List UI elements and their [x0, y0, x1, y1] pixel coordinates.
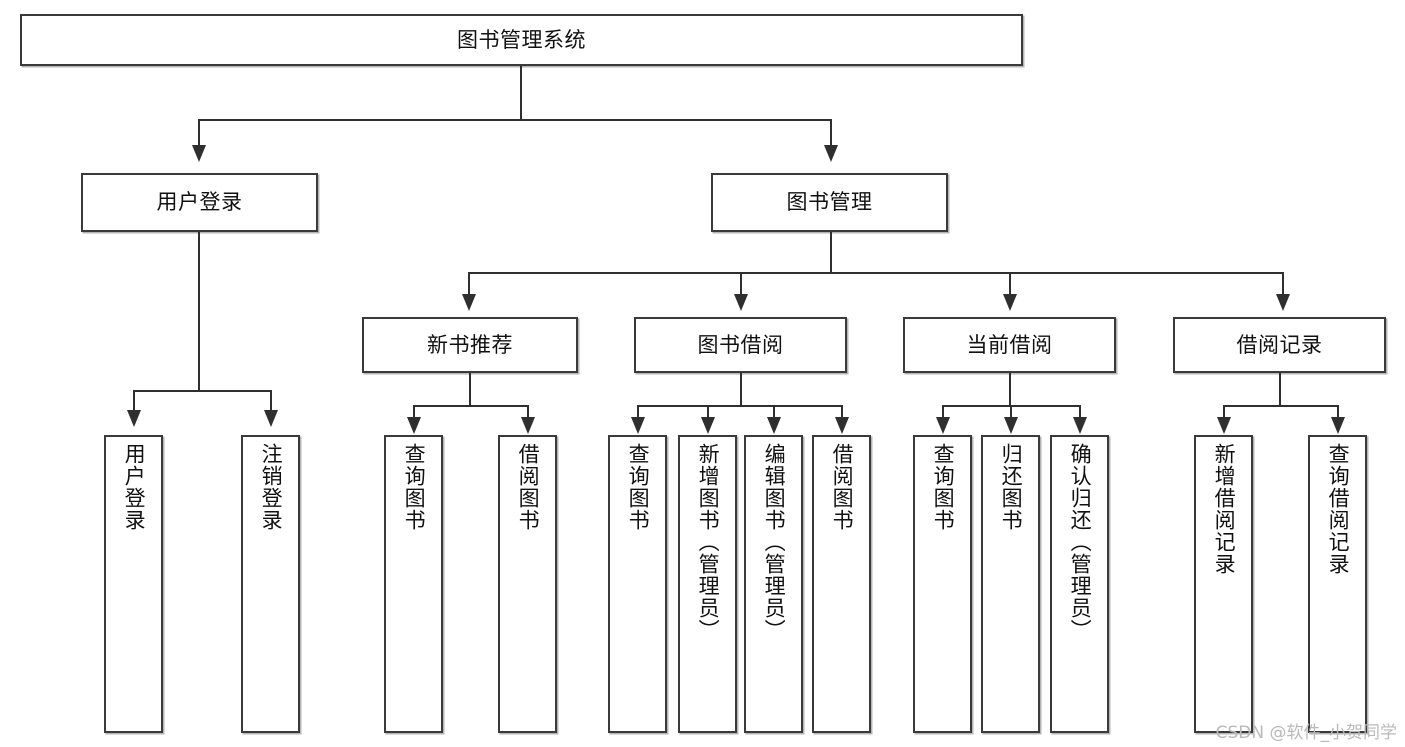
connector-book-borrow-to-leaf-3	[773, 405, 775, 420]
node-user-login[interactable]: 用户登录	[81, 173, 318, 232]
connector-root-stem	[520, 66, 522, 120]
node-book-borrow[interactable]: 图书借阅	[634, 317, 847, 373]
arrow-current-borrow-to-leaf-1	[936, 417, 950, 434]
node-current-borrow-label: 当前借阅	[966, 332, 1053, 357]
connector-current-borrow-to-leaf-1	[942, 405, 944, 420]
node-user-login-label: 用户登录	[156, 190, 243, 215]
connector-book-borrow-to-leaf-1	[637, 405, 639, 420]
connector-new-book-bus	[413, 405, 527, 407]
connector-book-manage-to-book-borrow	[740, 272, 742, 296]
connector-book-manage-to-current-borrow	[1009, 272, 1011, 296]
node-new-book-recommend-label: 新书推荐	[427, 332, 513, 357]
arrow-book-manage-to-book-borrow	[734, 294, 748, 311]
leaf-current-borrow-query[interactable]: 查询图书	[913, 435, 972, 733]
arrow-current-borrow-to-leaf-3	[1073, 417, 1087, 434]
connector-borrow-record-bus	[1223, 405, 1337, 407]
arrow-book-borrow-to-leaf-3	[767, 417, 781, 434]
connector-book-borrow-to-leaf-2	[707, 405, 709, 420]
connector-root-to-book-manage	[830, 119, 832, 148]
arrow-new-book-to-leaf-1	[407, 417, 421, 434]
leaf-user-login-logout[interactable]: 注销登录	[241, 435, 300, 733]
connector-book-borrow-to-leaf-4	[841, 405, 843, 420]
connector-user-login-to-leaf-1	[133, 390, 135, 412]
arrow-new-book-to-leaf-2	[521, 417, 535, 434]
connector-root-to-user-login	[198, 119, 200, 148]
connector-root-bus	[198, 119, 832, 121]
connector-current-borrow-to-leaf-2	[1010, 405, 1012, 420]
leaf-new-book-query-label: 查询图书	[402, 443, 427, 531]
connector-new-book-stem	[469, 373, 471, 407]
node-borrow-record-label: 借阅记录	[1236, 332, 1323, 357]
connector-book-manage-bus	[468, 272, 1284, 274]
connector-borrow-record-to-leaf-1	[1223, 405, 1225, 420]
leaf-user-login-login-label: 用户登录	[122, 443, 147, 531]
connector-book-manage-to-new-book	[468, 272, 470, 296]
leaf-current-borrow-query-label: 查询图书	[931, 443, 956, 531]
connector-user-login-stem	[198, 232, 200, 391]
leaf-book-borrow-edit-label: 编辑图书（管理员）	[762, 443, 787, 641]
connector-current-borrow-stem	[1009, 373, 1011, 407]
leaf-current-borrow-confirm-label: 确认归还（管理员）	[1068, 443, 1093, 641]
arrow-current-borrow-to-leaf-2	[1004, 417, 1018, 434]
node-root-label: 图书管理系统	[457, 27, 586, 52]
connector-user-login-to-leaf-2	[270, 390, 272, 412]
node-book-manage-label: 图书管理	[786, 190, 873, 215]
leaf-current-borrow-return[interactable]: 归还图书	[981, 435, 1040, 733]
arrow-book-borrow-to-leaf-1	[631, 417, 645, 434]
arrow-book-borrow-to-leaf-2	[701, 417, 715, 434]
node-new-book-recommend[interactable]: 新书推荐	[362, 317, 578, 373]
connector-book-manage-stem	[830, 232, 832, 274]
leaf-current-borrow-return-label: 归还图书	[999, 443, 1024, 531]
arrow-user-login-to-leaf-2	[264, 410, 278, 427]
node-book-borrow-label: 图书借阅	[697, 332, 784, 357]
connector-current-borrow-to-leaf-3	[1079, 405, 1081, 420]
arrow-borrow-record-to-leaf-2	[1331, 417, 1345, 434]
connector-book-borrow-stem	[740, 373, 742, 407]
arrow-book-manage-to-new-book	[462, 294, 476, 311]
leaf-new-book-borrow-label: 借阅图书	[516, 443, 541, 531]
leaf-borrow-record-add-label: 新增借阅记录	[1212, 443, 1237, 575]
connector-borrow-record-to-leaf-2	[1337, 405, 1339, 420]
leaf-borrow-record-query[interactable]: 查询借阅记录	[1308, 435, 1367, 733]
leaf-user-login-logout-label: 注销登录	[259, 443, 284, 531]
connector-new-book-to-leaf-2	[527, 405, 529, 420]
connector-book-manage-to-borrow-record	[1282, 272, 1284, 296]
arrow-user-login-to-leaf-1	[127, 410, 141, 427]
leaf-borrow-record-add[interactable]: 新增借阅记录	[1194, 435, 1253, 733]
connector-user-login-bus	[133, 390, 270, 392]
leaf-borrow-record-query-label: 查询借阅记录	[1326, 443, 1351, 575]
node-root[interactable]: 图书管理系统	[20, 14, 1023, 66]
leaf-book-borrow-query[interactable]: 查询图书	[608, 435, 667, 733]
leaf-book-borrow-edit[interactable]: 编辑图书（管理员）	[744, 435, 803, 733]
leaf-user-login-login[interactable]: 用户登录	[104, 435, 163, 733]
leaf-book-borrow-borrow-label: 借阅图书	[830, 443, 855, 531]
arrow-book-manage-to-borrow-record	[1276, 294, 1290, 311]
leaf-book-borrow-add[interactable]: 新增图书（管理员）	[678, 435, 737, 733]
leaf-new-book-query[interactable]: 查询图书	[384, 435, 443, 733]
connector-borrow-record-stem	[1279, 373, 1281, 407]
leaf-new-book-borrow[interactable]: 借阅图书	[498, 435, 557, 733]
csdn-watermark: CSDN @软件_小贺同学	[1215, 723, 1397, 743]
arrow-borrow-record-to-leaf-1	[1217, 417, 1231, 434]
arrow-book-borrow-to-leaf-4	[835, 417, 849, 434]
node-current-borrow[interactable]: 当前借阅	[903, 317, 1116, 373]
arrow-book-manage-to-current-borrow	[1003, 294, 1017, 311]
arrow-root-to-book-manage	[824, 145, 838, 162]
connector-book-borrow-bus	[637, 405, 842, 407]
leaf-book-borrow-query-label: 查询图书	[626, 443, 651, 531]
node-book-manage[interactable]: 图书管理	[711, 173, 948, 232]
node-borrow-record[interactable]: 借阅记录	[1173, 317, 1386, 373]
leaf-book-borrow-borrow[interactable]: 借阅图书	[812, 435, 871, 733]
leaf-book-borrow-add-label: 新增图书（管理员）	[696, 443, 721, 641]
connector-new-book-to-leaf-1	[413, 405, 415, 420]
arrow-root-to-user-login	[192, 145, 206, 162]
leaf-current-borrow-confirm[interactable]: 确认归还（管理员）	[1050, 435, 1109, 733]
